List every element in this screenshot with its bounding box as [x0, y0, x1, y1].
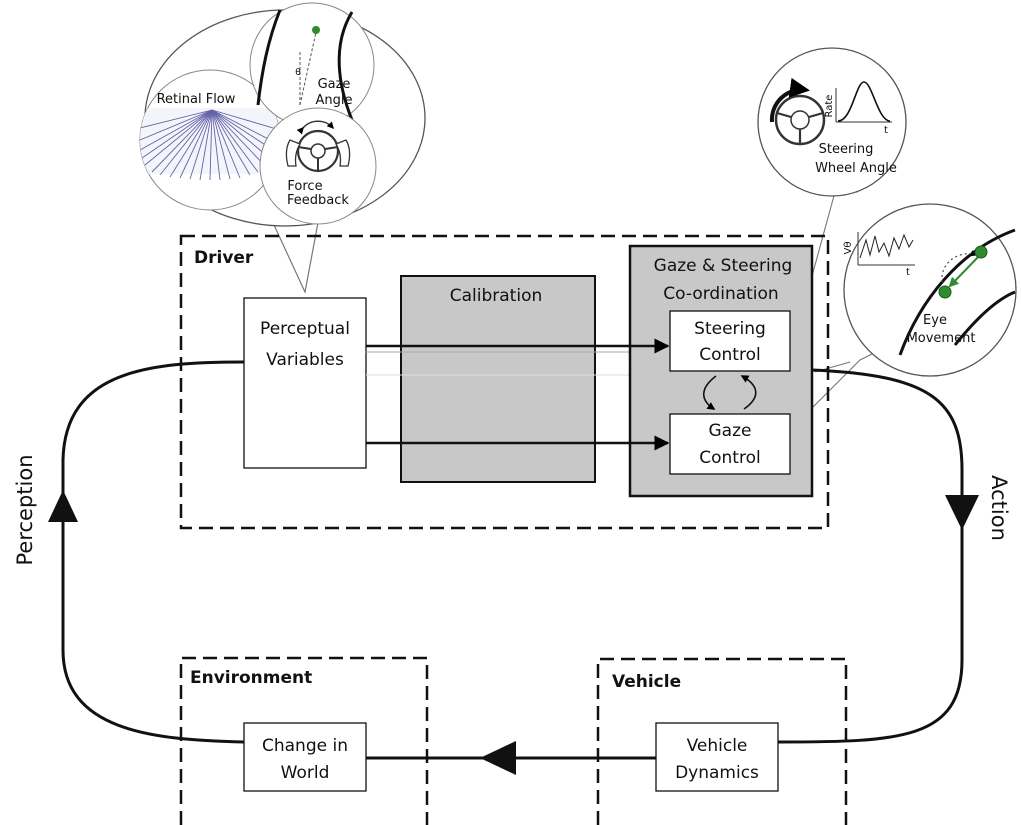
action-label: Action: [987, 475, 1011, 541]
steering-wheel-angle-label-2: Wheel Angle: [815, 161, 897, 176]
steering-control-label-2: Control: [699, 345, 760, 365]
perceptual-variables-box: [243, 297, 367, 469]
vehicle-to-world-arrowhead: [480, 741, 516, 775]
environment-title: Environment: [190, 668, 312, 688]
theta-label: θ: [295, 68, 301, 78]
environment-box: Environment Change in World: [179, 656, 429, 825]
gaze-to-steering-arrow: [740, 375, 757, 410]
change-in-world-label-2: World: [281, 763, 330, 783]
eye-road-edge-1: [898, 228, 1016, 356]
calibration-box: [400, 275, 596, 483]
eye-movement-label-1: Eye: [923, 313, 947, 328]
steering-wheel-angle-label-1: Steering: [819, 142, 874, 157]
eye-road-edge-2: [953, 290, 1016, 346]
rate-graph: Rate t: [824, 81, 892, 136]
steering-wheel-hands-icon: [285, 120, 351, 173]
gaze-control-label-2: Control: [699, 448, 760, 468]
steering-wheel-angle-bubble: Rate t Steering Wheel Angle: [757, 47, 907, 321]
steering-control-label-1: Steering: [694, 319, 766, 339]
steering-wheel-icon: [769, 77, 826, 146]
vehicle-boundary: [596, 657, 848, 825]
road-edge-left: [256, 9, 282, 106]
gaze-angle-panel: θ Gaze Angle: [249, 2, 375, 128]
control-loop: Perception Action: [13, 360, 1011, 775]
perceptual-variables-label-2: Variables: [266, 350, 344, 370]
gaze-angle-label-1: Gaze: [318, 77, 351, 92]
calibration-label: Calibration: [450, 286, 543, 306]
eye-graph-y-label: Vθ: [843, 242, 854, 255]
perception-label: Perception: [13, 454, 37, 565]
vehicle-box: Vehicle Vehicle Dynamics: [596, 657, 848, 825]
gaze-point-end: [974, 245, 988, 259]
force-feedback-label-1: Force: [287, 179, 322, 194]
change-in-world-label-1: Change in: [262, 736, 348, 756]
steering-to-gaze-arrow: [702, 375, 717, 410]
perceptual-variables-label-1: Perceptual: [260, 319, 350, 339]
eye-movement-bubble: Vθ t Eye Movement: [794, 203, 1017, 426]
eye-graph-x-label: t: [906, 267, 910, 278]
coordination-title-2: Co-ordination: [663, 284, 778, 304]
coordination-title-1: Gaze & Steering: [654, 256, 793, 276]
perception-arrowhead: [48, 490, 78, 522]
rate-curve: [837, 81, 891, 122]
change-in-world-box: [243, 722, 367, 792]
steering-control-box: [669, 310, 791, 372]
rate-time-label: t: [884, 125, 888, 136]
pursuit-arrow: [948, 254, 981, 288]
retinal-flow-image: [140, 108, 280, 181]
gaze-point-start: [938, 285, 952, 299]
vehicle-dynamics-label-1: Vehicle: [687, 736, 748, 756]
vehicle-dynamics-label-2: Dynamics: [675, 763, 759, 783]
gaze-angle-label-2: Angle: [316, 93, 353, 108]
gaze-control-box: [669, 413, 791, 475]
saccade-path: [941, 250, 978, 283]
retinal-flow-label: Retinal Flow: [157, 92, 236, 107]
bubble-tail: [267, 211, 321, 294]
force-feedback-label-2: Feedback: [287, 193, 349, 208]
environment-boundary: [179, 656, 429, 825]
driver-boundary: [179, 234, 830, 530]
perception-loop-path: [61, 360, 245, 744]
driver-title: Driver: [194, 248, 254, 268]
perception-bubble: Retinal Flow θ Gaze Angle: [139, 2, 426, 294]
road-edge-right: [337, 11, 354, 121]
driver-box: Driver Perceptual Variables Calibration …: [179, 234, 830, 530]
gaze-control-label-1: Gaze: [709, 421, 752, 441]
rate-axis-label: Rate: [824, 95, 835, 118]
vehicle-dynamics-box: [655, 722, 779, 792]
eye-movement-label-2: Movement: [907, 331, 976, 346]
action-loop-path: [777, 368, 964, 744]
gaze-line: [299, 31, 317, 106]
force-feedback-panel: Force Feedback: [259, 107, 377, 225]
eye-movement-graph: Vθ t: [843, 232, 915, 278]
gaze-target-dot: [312, 26, 320, 34]
vehicle-title: Vehicle: [612, 672, 681, 692]
action-arrowhead: [945, 495, 979, 530]
